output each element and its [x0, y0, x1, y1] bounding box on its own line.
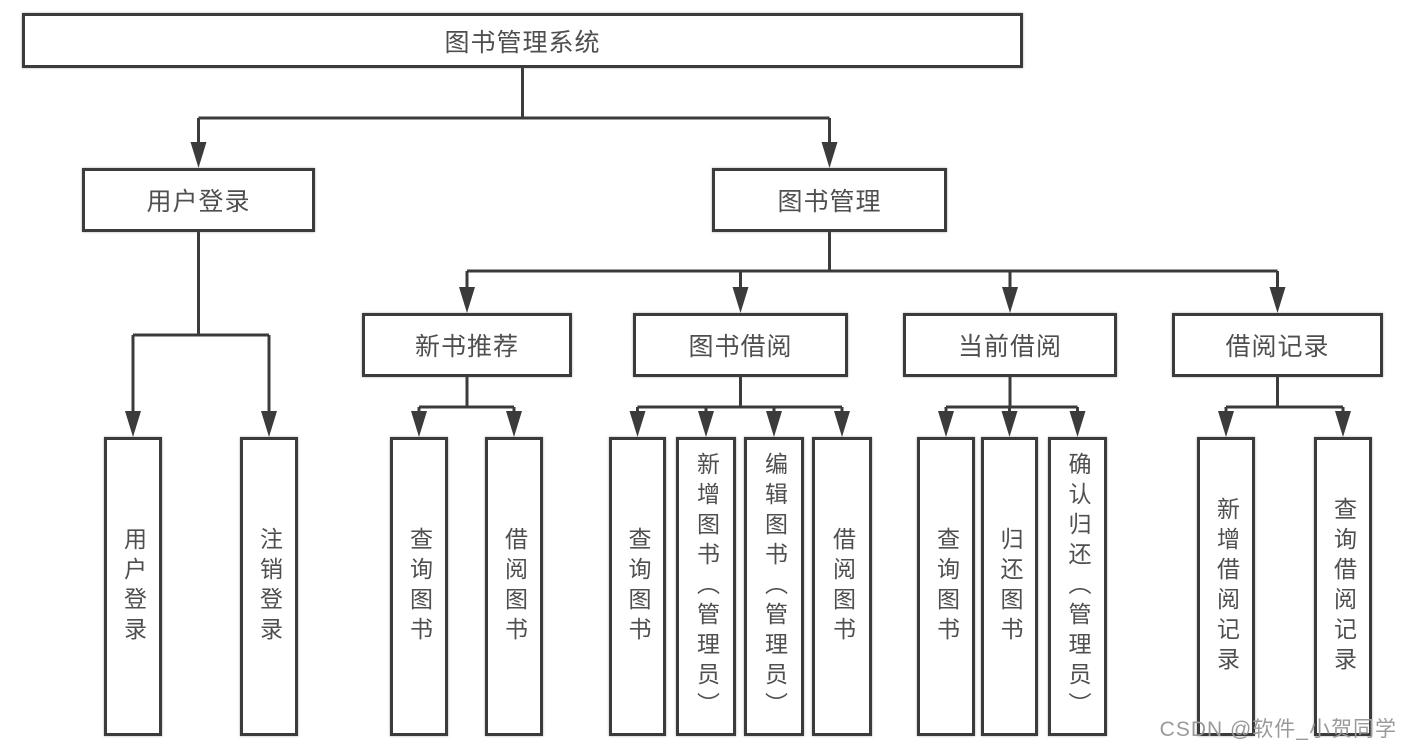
node-leaf-user-login: 用户登录 — [104, 437, 162, 736]
node-user-login: 用户登录 — [82, 168, 315, 232]
node-label: 图书管理系统 — [444, 28, 601, 57]
node-label: 编辑图书（管理员） — [761, 451, 788, 722]
node-label: 借阅记录 — [1225, 333, 1330, 361]
node-label: 新增图书（管理员） — [693, 451, 720, 722]
node-leaf-borrow-books: 借阅图书 — [812, 437, 872, 736]
node-leaf-query-books: 查询图书 — [609, 437, 666, 736]
node-leaf-query-books: 查询图书 — [917, 437, 975, 736]
node-label: 图书借阅 — [688, 333, 793, 361]
node-label: 借阅图书 — [501, 526, 528, 647]
node-label: 当前借阅 — [957, 333, 1062, 361]
node-label: 查询图书 — [933, 526, 960, 647]
node-leaf-add-books-admin: 新增图书（管理员） — [676, 437, 736, 736]
node-leaf-edit-books-admin: 编辑图书（管理员） — [744, 437, 804, 736]
node-label: 用户登录 — [120, 526, 147, 647]
node-library-management-system: 图书管理系统 — [22, 13, 1023, 68]
node-leaf-add-borrow-record: 新增借阅记录 — [1197, 437, 1255, 736]
node-label: 确认归还（管理员） — [1065, 451, 1091, 722]
node-leaf-query-books: 查询图书 — [390, 437, 448, 736]
node-leaf-return-books: 归还图书 — [981, 437, 1038, 736]
node-label: 查询图书 — [406, 526, 433, 647]
node-label: 新增借阅记录 — [1213, 496, 1240, 677]
node-book-borrowing: 图书借阅 — [633, 313, 848, 377]
node-leaf-confirm-return-admin: 确认归还（管理员） — [1048, 437, 1107, 736]
node-leaf-borrow-books: 借阅图书 — [485, 437, 543, 736]
node-label: 查询图书 — [625, 526, 651, 647]
node-book-management: 图书管理 — [712, 168, 947, 232]
node-label: 注销登录 — [256, 526, 283, 647]
node-leaf-logout: 注销登录 — [240, 437, 298, 736]
node-label: 借阅图书 — [829, 526, 856, 647]
node-borrowing-records: 借阅记录 — [1172, 313, 1383, 377]
node-label: 归还图书 — [997, 526, 1023, 647]
node-label: 用户登录 — [146, 188, 251, 216]
csdn-watermark: CSDN @软件_小贺同学 — [1159, 718, 1397, 741]
node-label: 图书管理 — [777, 188, 882, 216]
node-leaf-query-borrow-record: 查询借阅记录 — [1314, 437, 1372, 736]
node-label: 查询借阅记录 — [1330, 496, 1357, 677]
node-new-book-recommendation: 新书推荐 — [362, 313, 572, 377]
node-current-borrowing: 当前借阅 — [903, 313, 1117, 377]
node-label: 新书推荐 — [414, 333, 519, 361]
